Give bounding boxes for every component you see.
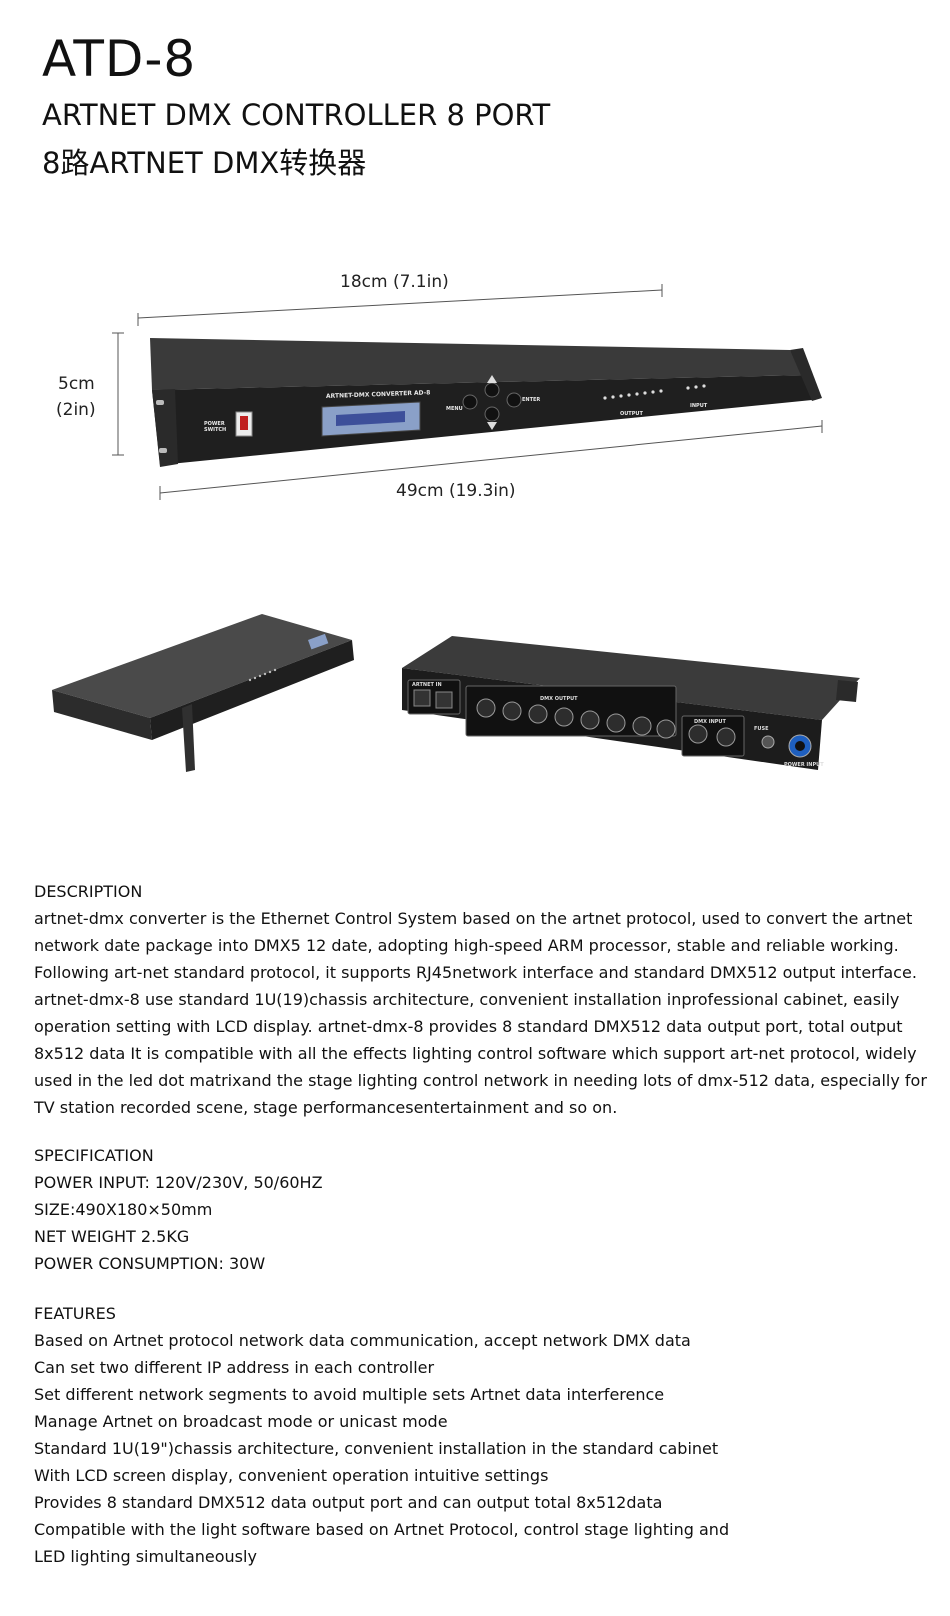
spec-line: POWER CONSUMPTION: 30W [34, 1254, 266, 1273]
feature-line: Can set two different IP address in each… [34, 1358, 435, 1377]
feature-line: Standard 1U(19")chassis architecture, co… [34, 1439, 719, 1458]
spec-line: SIZE:490X180×50mm [34, 1200, 213, 1219]
height-dimension-in: (2in) [56, 400, 96, 420]
spec-line: POWER INPUT: 120V/230V, 50/60HZ [34, 1173, 323, 1192]
product-title-cn: 8路ARTNET DMX转换器 [42, 146, 367, 180]
features-section: FEATURES Based on Artnet protocol networ… [34, 1300, 934, 1570]
height-dimension-cm: 5cm [58, 374, 95, 394]
feature-line: Manage Artnet on broadcast mode or unica… [34, 1412, 448, 1431]
specification-heading: SPECIFICATION [34, 1146, 154, 1165]
power-label-2: SWITCH [204, 427, 226, 433]
product-front-figure: POWER SWITCH ARTNET-DMX CONVERTER AD-8 M… [112, 284, 823, 500]
artnet-in-label: ARTNET IN [412, 682, 442, 688]
front-model-label: ARTNET-DMX CONVERTER AD-8 [326, 389, 431, 400]
feature-line: With LCD screen display, convenient oper… [34, 1466, 549, 1485]
product-angle-view [52, 614, 354, 772]
product-rear-view: ARTNET IN DMX OUTPUT DMX INPUT FUSE POWE… [402, 636, 860, 770]
dmx-output-label: DMX OUTPUT [540, 696, 578, 702]
feature-line: Set different network segments to avoid … [34, 1385, 665, 1404]
input-label: INPUT [690, 403, 708, 409]
menu-label: MENU [446, 406, 463, 412]
description-section: DESCRIPTION artnet-dmx converter is the … [34, 878, 934, 1121]
feature-line: Based on Artnet protocol network data co… [34, 1331, 691, 1350]
description-line: 8x512 data It is compatible with all the… [34, 1044, 917, 1063]
description-line: TV station recorded scene, stage perform… [34, 1098, 618, 1117]
description-line: artnet-dmx converter is the Ethernet Con… [34, 909, 913, 928]
spec-line: NET WEIGHT 2.5KG [34, 1227, 190, 1246]
dmx-input-label: DMX INPUT [694, 719, 726, 725]
description-line: Following art-net standard protocol, it … [34, 963, 917, 982]
feature-line: Provides 8 standard DMX512 data output p… [34, 1493, 663, 1512]
description-heading: DESCRIPTION [34, 882, 143, 901]
width-dimension-label: 49cm (19.3in) [396, 481, 516, 501]
description-line: operation setting with LCD display. artn… [34, 1017, 903, 1036]
enter-label: ENTER [522, 397, 540, 403]
description-line: network date package into DMX5 12 date, … [34, 936, 899, 955]
product-model-title: ATD-8 [42, 30, 197, 88]
fuse-label: FUSE [754, 726, 769, 732]
description-line: used in the led dot matrixand the stage … [34, 1071, 927, 1090]
depth-dimension-label: 18cm (7.1in) [340, 272, 449, 292]
feature-line: LED lighting simultaneously [34, 1547, 257, 1566]
features-heading: FEATURES [34, 1304, 116, 1323]
feature-line: Compatible with the light software based… [34, 1520, 730, 1539]
power-input-label: POWER INPUT [784, 762, 824, 768]
description-line: artnet-dmx-8 use standard 1U(19)chassis … [34, 990, 900, 1009]
output-label: OUTPUT [620, 411, 643, 417]
product-title-en: ARTNET DMX CONTROLLER 8 PORT [42, 98, 551, 132]
specification-section: SPECIFICATION POWER INPUT: 120V/230V, 50… [34, 1142, 934, 1277]
power-label-1: POWER [204, 421, 225, 427]
